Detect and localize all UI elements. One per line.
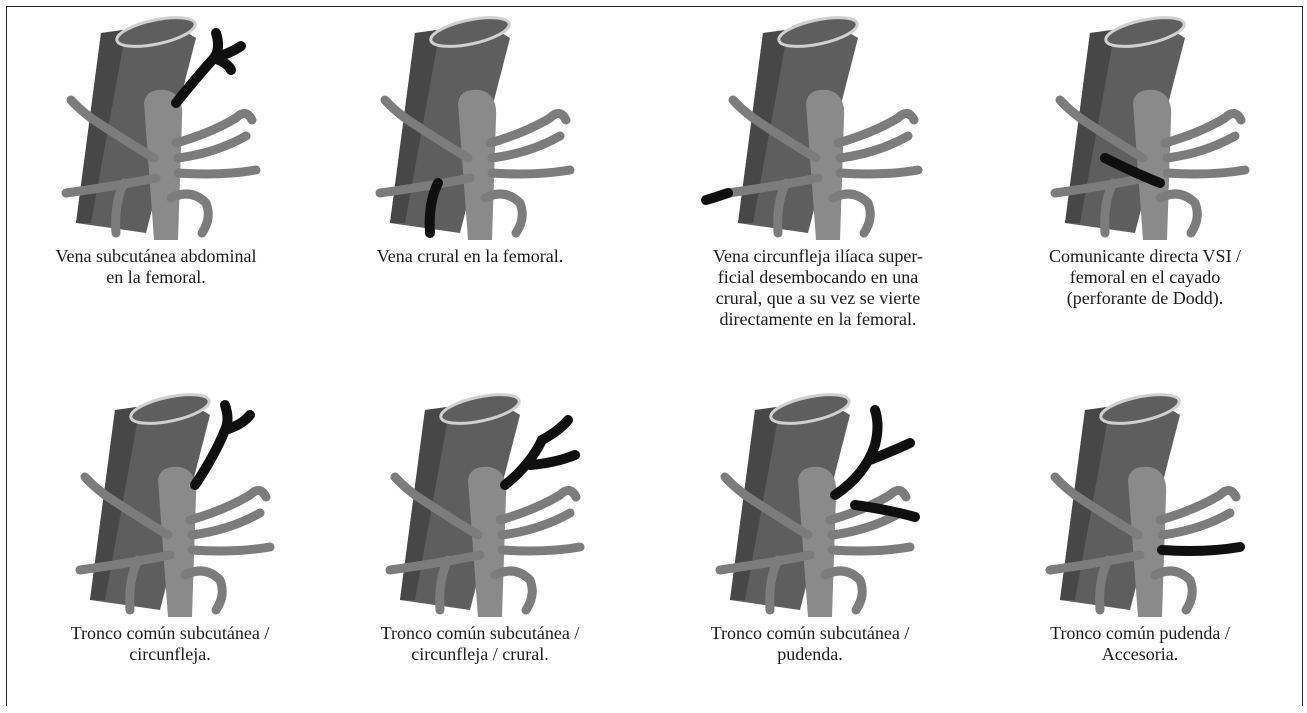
caption-line: Tronco común subcutánea / (20, 623, 320, 644)
caption-8: Tronco común pudenda /Accesoria. (990, 623, 1290, 665)
vein-diagram-6 (330, 385, 630, 620)
tributary-lower-right (502, 547, 580, 551)
vein-diagram-2 (320, 8, 620, 243)
caption-5: Tronco común subcutánea /circunfleja. (20, 623, 320, 665)
vein-diagram-8 (990, 385, 1290, 620)
caption-2: Vena crural en la femoral. (320, 246, 620, 267)
vein-diagram-1 (6, 8, 306, 243)
caption-line: Tronco común pudenda / (990, 623, 1290, 644)
caption-line: ficial desembocando en una (668, 267, 968, 288)
vein-diagram-7 (660, 385, 960, 620)
caption-7: Tronco común subcutánea /pudenda. (660, 623, 960, 665)
caption-line: circunfleja / crural. (330, 644, 630, 665)
caption-line: Tronco común subcutánea / (660, 623, 960, 644)
caption-line: circunfleja. (20, 644, 320, 665)
tributary-lower-right (1167, 170, 1245, 174)
highlighted-vessel (706, 193, 728, 200)
caption-line: Vena subcutánea abdominal (6, 246, 306, 267)
tributary-lower-right (840, 170, 918, 174)
caption-line: directamente en la femoral. (668, 309, 968, 330)
caption-line: Tronco común subcutánea / (330, 623, 630, 644)
vein-diagram-3 (668, 8, 968, 243)
tributary-lower-right (492, 170, 570, 174)
caption-line: Vena circunfleja ilíaca super- (668, 246, 968, 267)
caption-3: Vena circunfleja ilíaca super-ficial des… (668, 246, 968, 330)
highlighted-vessel (1162, 547, 1240, 551)
tributary-lower-right (192, 547, 270, 551)
caption-4: Comunicante directa VSI /femoral en el c… (995, 246, 1295, 309)
caption-line: en la femoral. (6, 267, 306, 288)
tributary-lower-right (178, 170, 256, 174)
vein-diagram-4 (995, 8, 1295, 243)
caption-line: Accesoria. (990, 644, 1290, 665)
tributary-lower-right (832, 547, 910, 551)
vein-diagram-5 (20, 385, 320, 620)
caption-line: Vena crural en la femoral. (320, 246, 620, 267)
caption-line: (perforante de Dodd). (995, 288, 1295, 309)
caption-line: pudenda. (660, 644, 960, 665)
caption-line: crural, que a su vez se vierte (668, 288, 968, 309)
caption-line: Comunicante directa VSI / (995, 246, 1295, 267)
caption-6: Tronco común subcutánea /circunfleja / c… (330, 623, 630, 665)
caption-line: femoral en el cayado (995, 267, 1295, 288)
